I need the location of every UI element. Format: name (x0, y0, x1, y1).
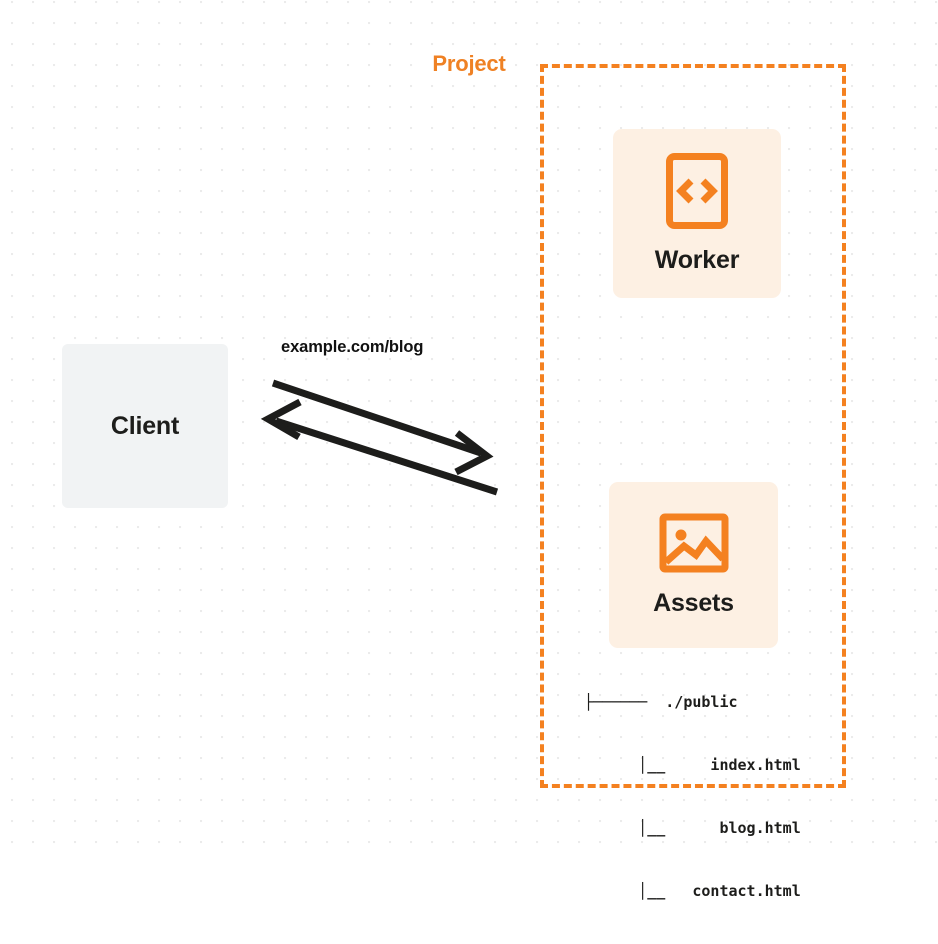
file-tree-row-root: ├────── ./public (584, 693, 738, 711)
request-url-label: example.com/blog (281, 338, 424, 356)
diagram-canvas: Client example.com/blog Project Worker (0, 0, 938, 900)
worker-card[interactable]: Worker (613, 129, 781, 298)
project-boundary (540, 64, 846, 788)
inbound-arrow (260, 398, 499, 496)
client-node-label: Client (110, 411, 180, 440)
assets-card-label: Assets (653, 588, 734, 617)
client-node[interactable]: Client (62, 344, 228, 508)
file-tree-row-contact: │__ contact.html (584, 882, 801, 900)
outbound-arrow (271, 379, 494, 476)
asset-file-tree: ├────── ./public │__ index.html │__ blog… (584, 650, 801, 944)
file-tree-row-blog: │__ blog.html (584, 819, 801, 837)
file-tree-row-index: │__ index.html (584, 756, 801, 774)
image-icon (659, 513, 729, 573)
worker-card-label: Worker (654, 246, 740, 274)
assets-card[interactable]: Assets (609, 482, 778, 648)
project-title: Project (426, 51, 512, 77)
code-brackets-icon (665, 152, 729, 230)
